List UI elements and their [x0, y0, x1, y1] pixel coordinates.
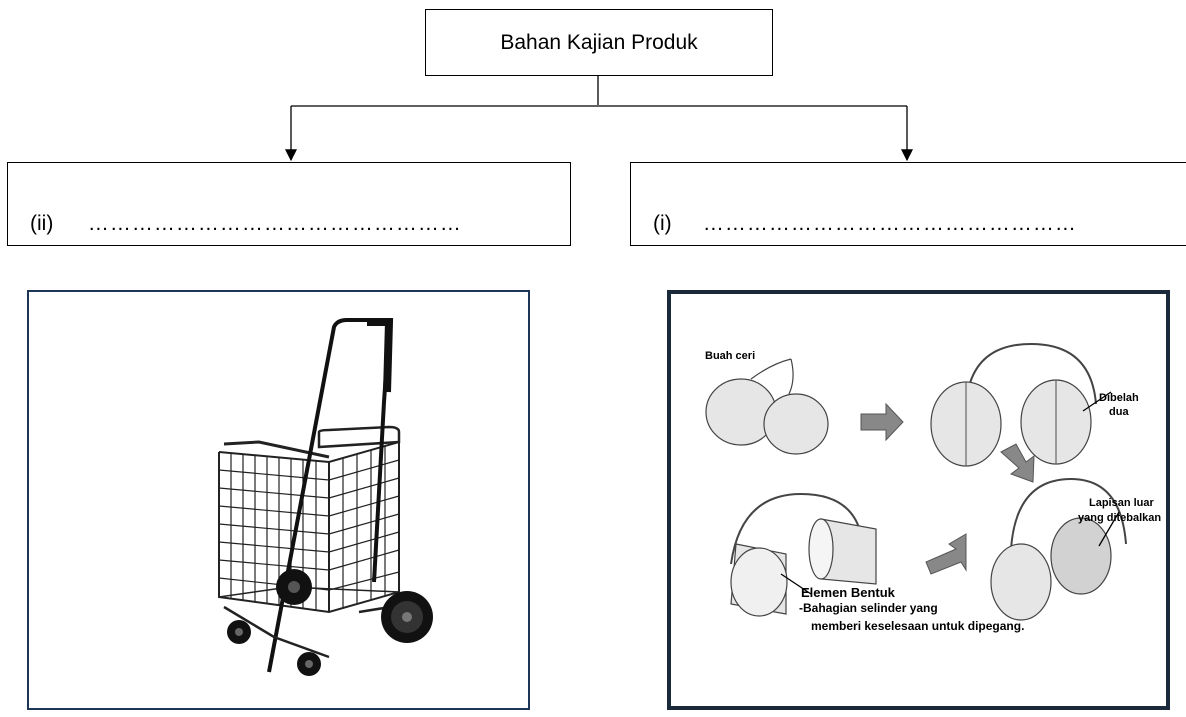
split-label-2: dua	[1109, 406, 1129, 418]
connector-lines	[285, 76, 913, 162]
title-text: Bahan Kajian Produk	[500, 30, 698, 54]
design-process-panel: Buah ceri Dibelah dua Lapisan luar yang …	[667, 290, 1170, 710]
layer-label-1: Lapisan luar	[1089, 497, 1154, 509]
element-desc-1: -Bahagian selinder yang	[799, 601, 938, 615]
trolley-panel	[27, 290, 530, 710]
element-desc-2: memberi keselesaan untuk dipegang.	[811, 619, 1025, 633]
title-box: Bahan Kajian Produk	[425, 9, 773, 76]
answer-label-ii: (ii)	[30, 212, 54, 235]
answer-box-i[interactable]: (i) ……………………………………………	[630, 162, 1186, 246]
answer-box-ii[interactable]: (ii) ……………………………………………	[7, 162, 571, 246]
design-process-illustration	[705, 342, 1127, 621]
shopping-trolley-illustration	[218, 318, 433, 676]
answer-label-i: (i)	[653, 212, 672, 235]
layer-label-2: yang ditebalkan	[1078, 512, 1162, 524]
split-label-1: Dibelah	[1099, 392, 1139, 404]
cherry-label: Buah ceri	[705, 350, 756, 362]
element-title: Elemen Bentuk	[801, 585, 895, 600]
answer-dots-i: ……………………………………………	[702, 212, 1077, 235]
answer-dots-ii: ……………………………………………	[87, 212, 462, 235]
